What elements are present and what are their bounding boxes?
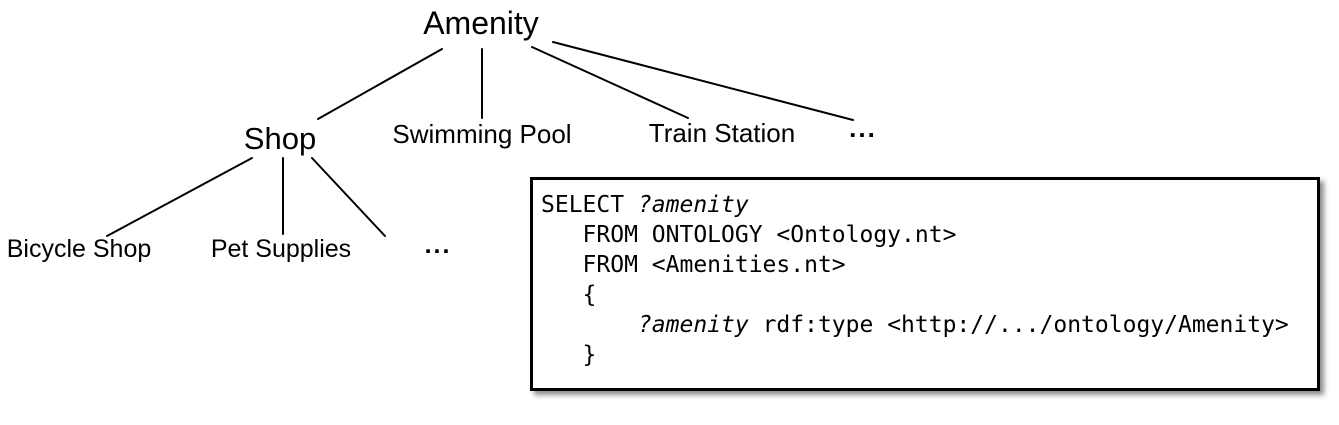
tree-node-swimming-pool: Swimming Pool — [392, 119, 572, 149]
tree-node-amenity: Amenity — [423, 5, 539, 41]
tree-node-shop: Shop — [243, 121, 317, 156]
code-line-select: SELECT ?amenity — [541, 190, 1311, 220]
code-line-from-amenities: FROM <Amenities.nt> — [541, 250, 1311, 280]
code-text: FROM ONTOLOGY <Ontology.nt> — [541, 222, 957, 248]
edge-amenity-shop — [317, 48, 443, 120]
code-line-triple-pattern: ?amenity rdf:type <http://.../ontology/A… — [541, 310, 1311, 340]
tree-node-ellipsis-top: ... — [849, 113, 877, 143]
code-line-from-ontology: FROM ONTOLOGY <Ontology.nt> — [541, 220, 1311, 250]
code-text: rdf:type <http://.../ontology/Amenity> — [748, 312, 1289, 338]
sparql-query-box: SELECT ?amenity FROM ONTOLOGY <Ontology.… — [530, 177, 1320, 391]
code-line-open-brace: { — [541, 280, 1311, 310]
tree-node-pet-supplies: Pet Supplies — [210, 235, 352, 263]
sparql-query-code: SELECT ?amenity FROM ONTOLOGY <Ontology.… — [533, 180, 1317, 370]
code-text: } — [541, 342, 597, 368]
code-text: { — [541, 282, 597, 308]
code-indent — [541, 312, 638, 338]
tree-node-bicycle-shop: Bicycle Shop — [6, 235, 152, 263]
edge-amenity-ellipsis — [552, 41, 854, 121]
code-variable: ?amenity — [637, 192, 749, 218]
edge-amenity-train-station — [531, 46, 689, 119]
tree-node-ellipsis-bottom: ... — [424, 231, 452, 259]
edge-shop-bicycle-shop — [106, 157, 253, 237]
code-line-close-brace: } — [541, 340, 1311, 370]
code-variable: ?amenity — [637, 312, 749, 338]
tree-node-train-station: Train Station — [648, 118, 796, 148]
code-keyword: SELECT — [541, 192, 638, 218]
edge-shop-ellipsis — [311, 157, 386, 237]
code-text: FROM <Amenities.nt> — [541, 252, 846, 278]
